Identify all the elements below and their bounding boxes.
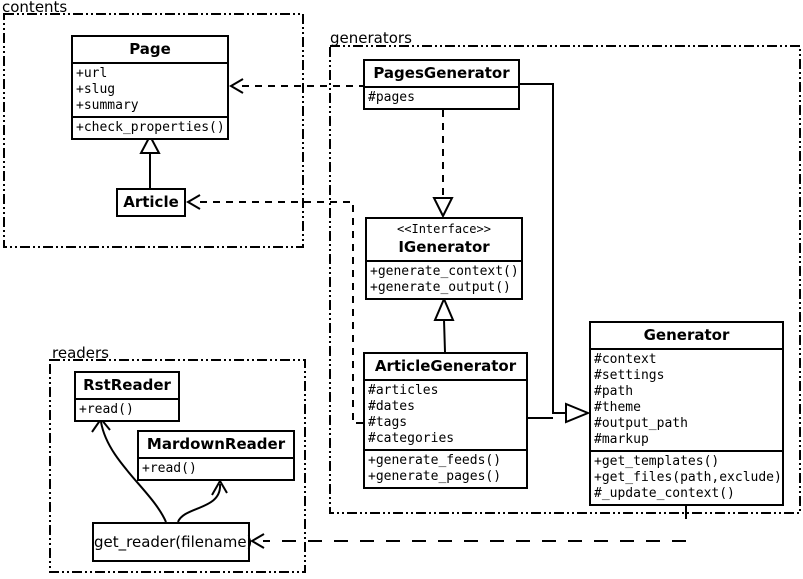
class-articlegenerator-name: ArticleGenerator (374, 357, 517, 375)
class-igenerator: <<Interface>> IGenerator +generate_conte… (365, 217, 523, 300)
class-mardownreader: MardownReader +read() (137, 430, 295, 481)
package-label-contents: contents (2, 0, 68, 16)
attribute: +summary (76, 98, 139, 113)
articlegenerator-to-igenerator-triangle-icon (433, 296, 455, 321)
pagesgenerator-to-generator-inheritance-line (520, 83, 565, 414)
class-articlegenerator-attributes: #articles #dates #tags #categories (365, 379, 526, 449)
class-generator-name: Generator (643, 326, 730, 344)
class-page-name: Page (129, 40, 171, 58)
method: +generate_output() (370, 280, 511, 295)
attribute: #settings (594, 368, 665, 383)
class-pagesgenerator-attributes: #pages (365, 86, 518, 108)
class-rstreader-name: RstReader (83, 376, 171, 394)
attribute: +url (76, 66, 108, 81)
class-article: Article (116, 188, 186, 217)
attribute: #path (594, 384, 634, 399)
attribute: #dates (368, 399, 415, 414)
class-article-name: Article (123, 193, 179, 211)
class-rstreader: RstReader +read() (74, 371, 180, 422)
method: +read() (79, 402, 134, 417)
attribute: #pages (368, 90, 415, 105)
class-mardownreader-name: MardownReader (146, 435, 286, 453)
generator-to-getreader-arrowhead-icon (250, 533, 265, 549)
class-mardownreader-methods: +read() (139, 457, 293, 479)
attribute: #articles (368, 383, 439, 398)
attribute: #tags (368, 415, 408, 430)
pagesgenerator-to-page-arrowhead-icon (229, 78, 244, 94)
class-igenerator-stereotype: <<Interface>> (397, 222, 491, 236)
class-pagesgenerator: PagesGenerator #pages (363, 59, 520, 110)
class-articlegenerator-methods: +generate_feeds() +generate_pages() (365, 449, 526, 487)
class-page: Page +url +slug +summary +check_properti… (71, 35, 229, 140)
attribute: #output_path (594, 416, 688, 431)
articlegenerator-to-article-arrowhead-icon (186, 194, 201, 210)
attribute: #markup (594, 432, 649, 447)
method: +generate_context() (370, 264, 519, 279)
attribute: +slug (76, 82, 116, 97)
class-igenerator-methods: +generate_context() +generate_output() (367, 260, 521, 298)
method: +generate_feeds() (368, 453, 502, 468)
class-rstreader-methods: +read() (76, 398, 178, 420)
package-border-contents (3, 13, 304, 248)
class-igenerator-name: IGenerator (398, 238, 490, 256)
getreader-to-mardownreader-arrowhead-icon (211, 479, 228, 496)
getreader-to-mardownreader-curve (177, 483, 222, 523)
method: #_update_context() (594, 486, 735, 501)
generator-inheritance-triangle-icon (565, 402, 591, 424)
method: +generate_pages() (368, 469, 502, 484)
class-generator: Generator #context #settings #path #them… (589, 321, 784, 506)
getreader-to-rstreader-curve (100, 421, 167, 523)
articlegenerator-to-igenerator-line (443, 319, 446, 353)
class-page-methods: +check_properties() (73, 116, 227, 138)
class-generator-methods: +get_templates() +get_files(path,exclude… (591, 450, 782, 504)
class-generator-attributes: #context #settings #path #theme #output_… (591, 348, 782, 450)
get-reader-function-box: get_reader(filename) (92, 522, 252, 562)
package-label-readers: readers (52, 344, 109, 362)
attribute: #context (594, 352, 657, 367)
package-label-generators: generators (330, 29, 412, 47)
class-articlegenerator: ArticleGenerator #articles #dates #tags … (363, 352, 528, 489)
article-to-page-inheritance-triangle-icon (139, 133, 161, 154)
method: +get_files(path,exclude) (594, 470, 782, 485)
class-page-attributes: +url +slug +summary (73, 62, 227, 116)
class-igenerator-header: <<Interface>> IGenerator (367, 219, 521, 260)
method: +get_templates() (594, 454, 720, 469)
pagesgenerator-to-igenerator-triangle-icon (432, 197, 454, 219)
class-pagesgenerator-name: PagesGenerator (373, 64, 510, 82)
method: +read() (142, 461, 197, 476)
package-border-readers (49, 359, 306, 573)
attribute: #theme (594, 400, 641, 415)
package-border-generators (329, 45, 801, 514)
method: +check_properties() (76, 120, 225, 135)
attribute: #categories (368, 431, 455, 446)
articlegenerator-to-article-dependency-line (199, 201, 363, 424)
